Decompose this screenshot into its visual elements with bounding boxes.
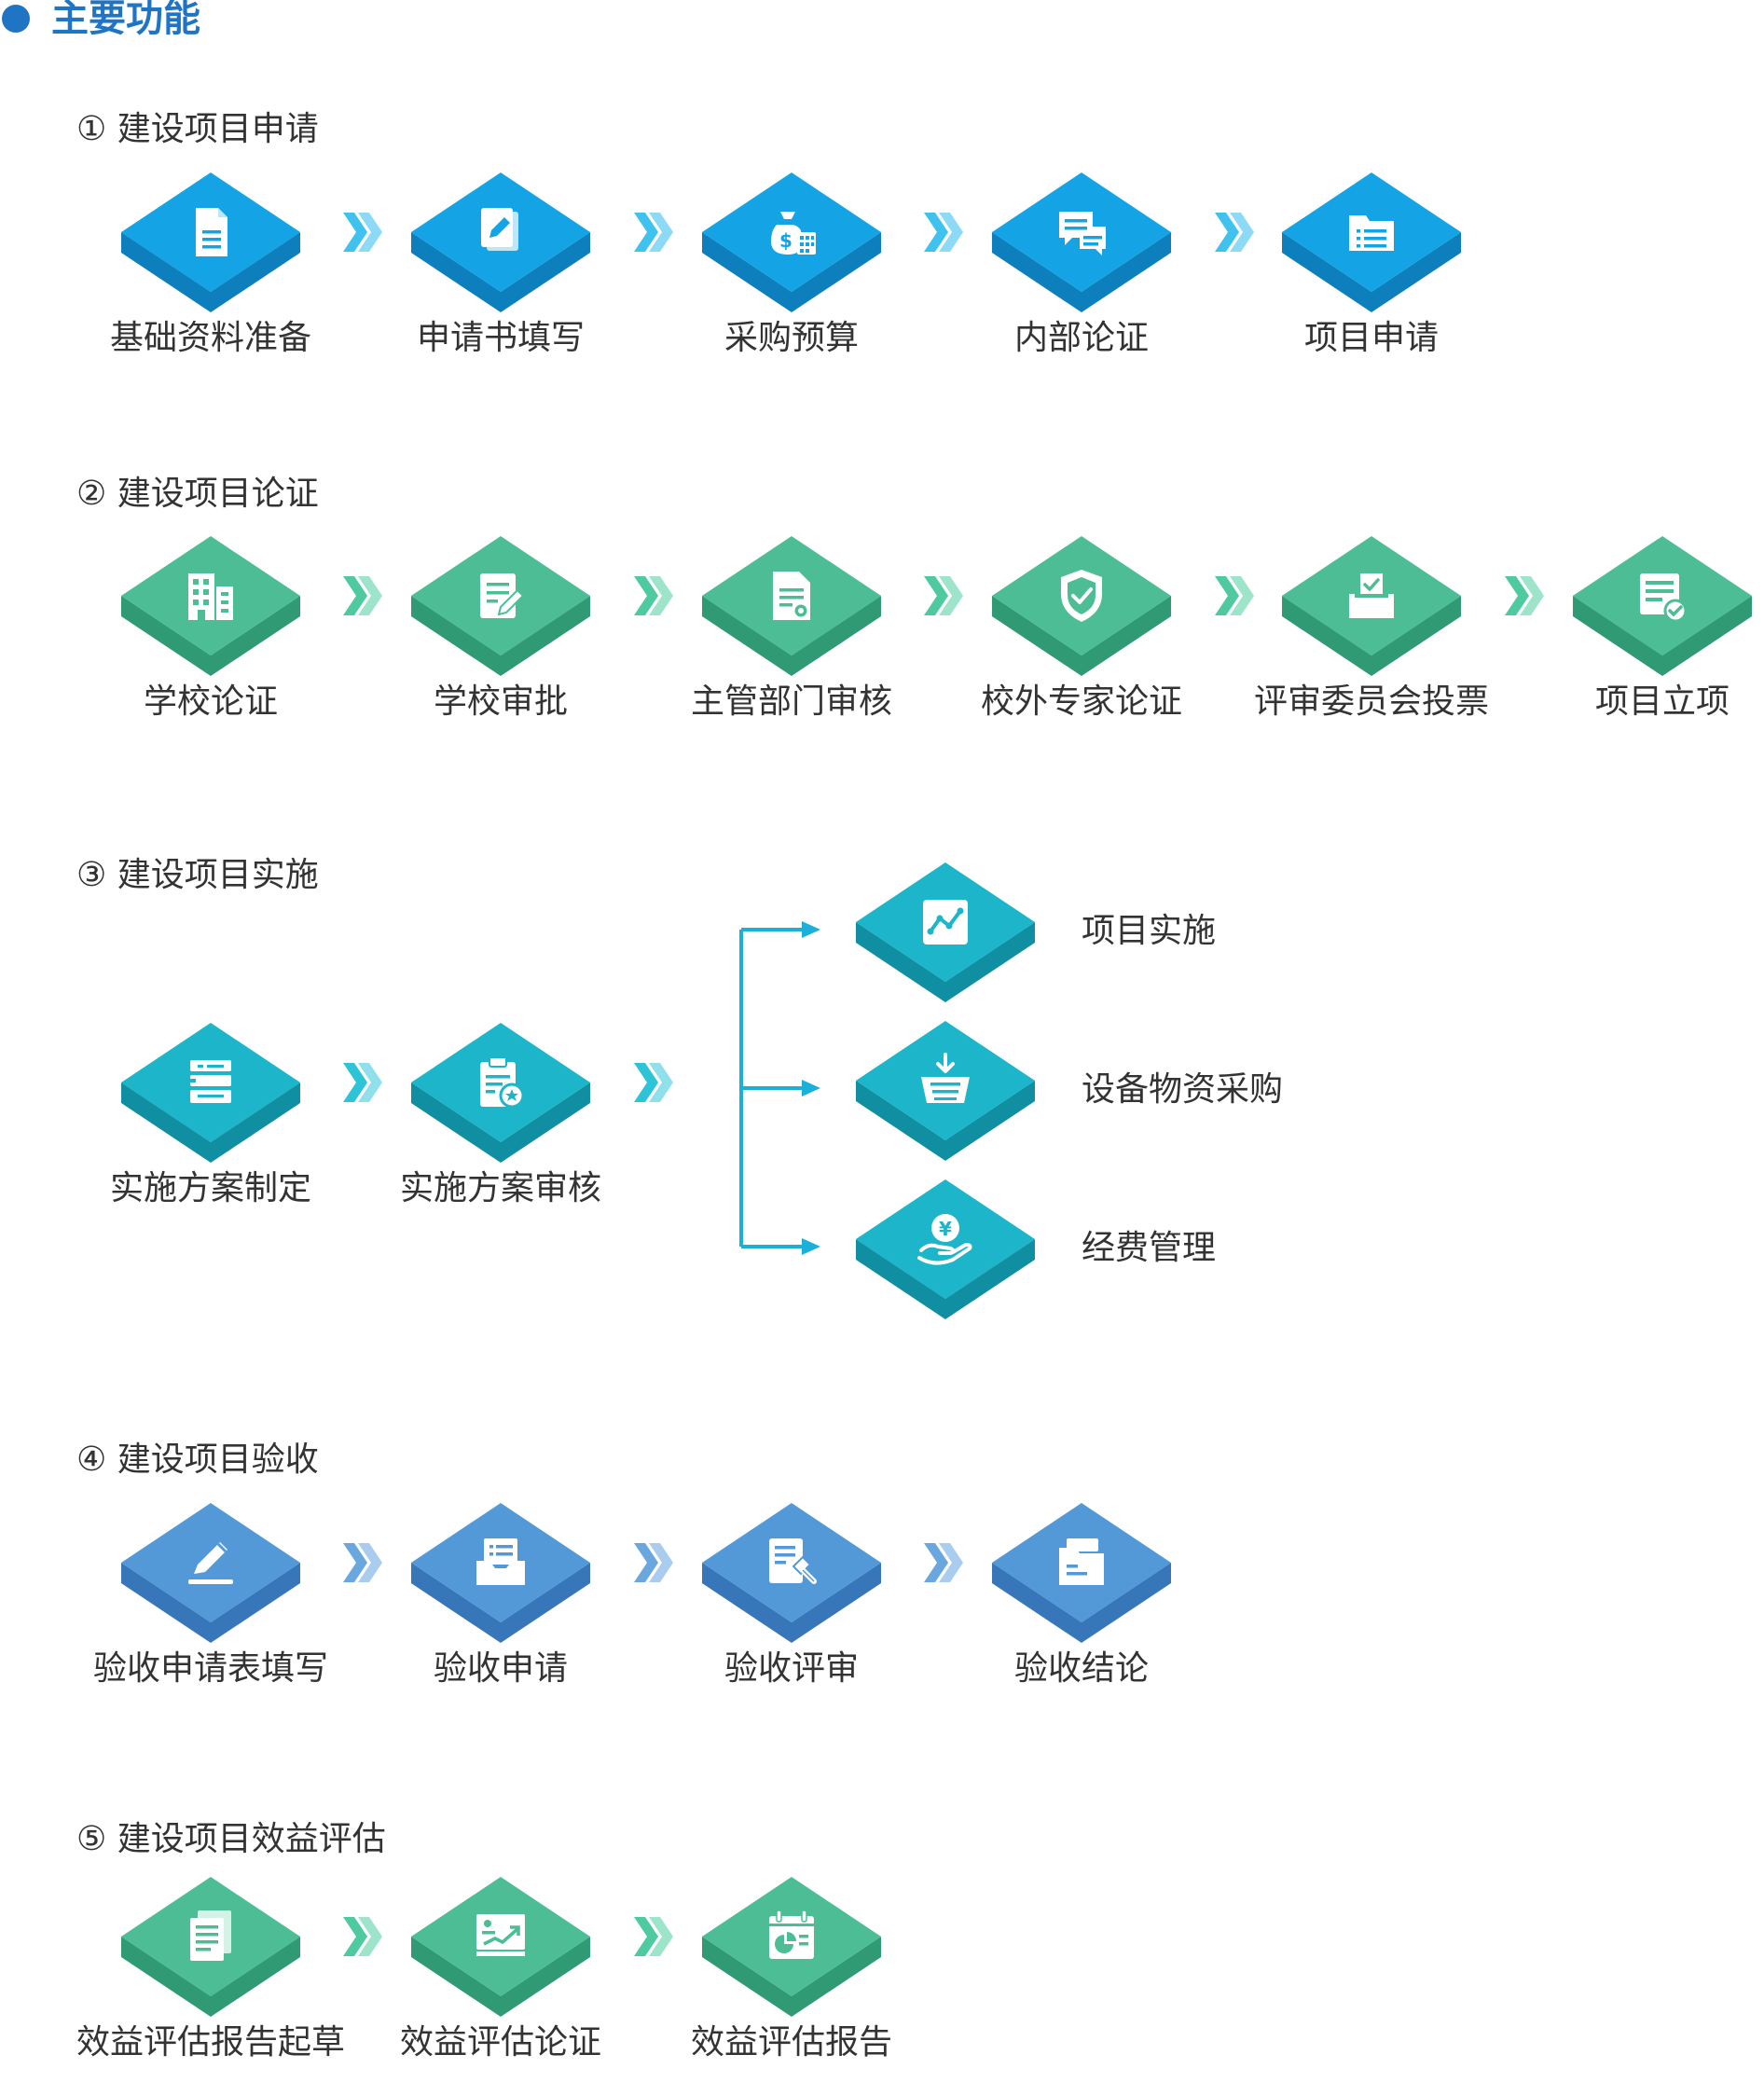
- step-label: 项目申请: [1303, 319, 1439, 357]
- step-label: 内部论证: [1013, 319, 1149, 357]
- chevron-arrow-icon: [339, 1539, 386, 1586]
- inbox-letter-icon: [476, 1538, 525, 1585]
- chevron-arrow-icon: [630, 1539, 677, 1586]
- step-label: 效益评估论证: [399, 2023, 601, 2062]
- chevron-arrow-icon: [339, 1913, 386, 1960]
- process-step: 项目立项: [1546, 536, 1764, 755]
- branch-label: 经费管理: [1082, 1229, 1217, 1267]
- step-label: 学校审批: [433, 683, 568, 721]
- process-step: 申请书填写: [384, 172, 617, 392]
- process-step: 项目申请: [1255, 172, 1488, 392]
- step-label: 效益评估报告: [690, 2023, 892, 2062]
- svg-text:¥: ¥: [939, 1218, 952, 1240]
- section-title: ④ 建设项目验收: [76, 1441, 319, 1479]
- process-step: 实施方案审核: [384, 1023, 617, 1242]
- process-step: 验收申请: [384, 1503, 617, 1722]
- process-step: 主管部门审核: [675, 536, 908, 755]
- chevron-arrow-icon: [630, 1913, 677, 1960]
- money-bag-calculator-icon: $: [771, 212, 816, 255]
- chevron-arrow-icon: [339, 572, 386, 619]
- chevron-arrow-icon: [920, 209, 967, 255]
- svg-text:$: $: [779, 229, 792, 252]
- section-title: ⑤ 建设项目效益评估: [76, 1820, 386, 1858]
- step-label: 申请书填写: [416, 319, 585, 357]
- step-label: 验收结论: [1013, 1649, 1149, 1688]
- edit-pen-icon: [481, 208, 518, 251]
- step-label: 验收申请表填写: [92, 1649, 328, 1688]
- process-step: 验收结论: [965, 1503, 1198, 1722]
- branch-label: 项目实施: [1082, 912, 1217, 950]
- document-icon: [196, 208, 227, 256]
- process-step: 效益评估论证: [384, 1877, 617, 2096]
- ballot-box-icon: [1349, 573, 1394, 618]
- process-step: 评审委员会投票: [1254, 536, 1489, 755]
- chevron-arrow-icon: [920, 1539, 967, 1586]
- step-label: 效益评估报告起草: [76, 2023, 345, 2062]
- section-title: ③ 建设项目实施: [76, 856, 319, 894]
- school-building-icon: [188, 573, 233, 620]
- process-step: 学校论证: [94, 536, 327, 755]
- chevron-arrow-icon: [630, 209, 677, 255]
- process-step: [829, 862, 1062, 1082]
- process-step: 验收评审: [675, 1503, 908, 1722]
- step-label: 项目立项: [1594, 683, 1730, 721]
- gavel-document-icon: [769, 1538, 817, 1584]
- pencil-write-icon: [188, 1542, 233, 1584]
- file-folder-icon: [1059, 1538, 1104, 1585]
- section-title: ② 建设项目论证: [76, 475, 319, 513]
- approve-edit-icon: [480, 573, 525, 618]
- clipboard-star-icon: [480, 1056, 525, 1109]
- process-step: 学校审批: [384, 536, 617, 755]
- process-step: [829, 1021, 1062, 1240]
- trend-chart-icon: [923, 900, 968, 945]
- chevron-arrow-icon: [920, 572, 967, 619]
- page-title: 主要功能: [51, 0, 200, 40]
- step-label: 实施方案制定: [109, 1169, 311, 1207]
- chevron-arrow-icon: [339, 1059, 386, 1106]
- process-step: 效益评估报告起草: [76, 1877, 345, 2096]
- chat-bubbles-icon: [1059, 212, 1106, 255]
- shopping-basket-icon: [921, 1053, 970, 1103]
- process-step: ¥: [829, 1179, 1062, 1399]
- step-label: 验收申请: [433, 1649, 568, 1688]
- stacked-plan-icon: [186, 1060, 231, 1103]
- chevron-arrow-icon: [1211, 209, 1258, 255]
- step-label: 实施方案审核: [399, 1169, 601, 1207]
- process-step: 校外专家论证: [965, 536, 1198, 755]
- chevron-arrow-icon: [339, 209, 386, 255]
- process-step: 内部论证: [965, 172, 1198, 392]
- step-label: 采购预算: [724, 319, 859, 357]
- step-label: 学校论证: [143, 683, 278, 721]
- chevron-arrow-icon: [630, 1059, 677, 1106]
- approved-file-icon: [1640, 573, 1688, 623]
- branch-connector: [739, 921, 820, 1255]
- step-label: 主管部门审核: [690, 683, 892, 721]
- folder-list-icon: [1349, 215, 1394, 251]
- step-label: 验收评审: [724, 1649, 859, 1688]
- step-label: 基础资料准备: [109, 319, 311, 357]
- shield-check-icon: [1061, 570, 1102, 622]
- title-bullet-icon: [2, 5, 30, 33]
- step-label: 评审委员会投票: [1253, 683, 1489, 721]
- yen-hand-icon: ¥: [917, 1214, 972, 1265]
- presentation-board-icon: [476, 1914, 525, 1956]
- section-title: ① 建设项目申请: [76, 110, 319, 148]
- report-pages-icon: [190, 1910, 231, 1961]
- chevron-arrow-icon: [630, 572, 677, 619]
- process-step: 实施方案制定: [94, 1023, 327, 1242]
- branch-label: 设备物资采购: [1082, 1070, 1284, 1109]
- chevron-arrow-icon: [1211, 572, 1258, 619]
- chevron-arrow-icon: [1501, 572, 1548, 619]
- document-seal-icon: [773, 572, 810, 620]
- process-step: 验收申请表填写: [93, 1503, 328, 1722]
- calendar-chart-icon: [769, 1910, 814, 1959]
- process-step: $ 采购预算: [675, 172, 908, 392]
- process-step: 基础资料准备: [94, 172, 327, 392]
- step-label: 校外专家论证: [980, 683, 1182, 721]
- process-step: 效益评估报告: [675, 1877, 908, 2096]
